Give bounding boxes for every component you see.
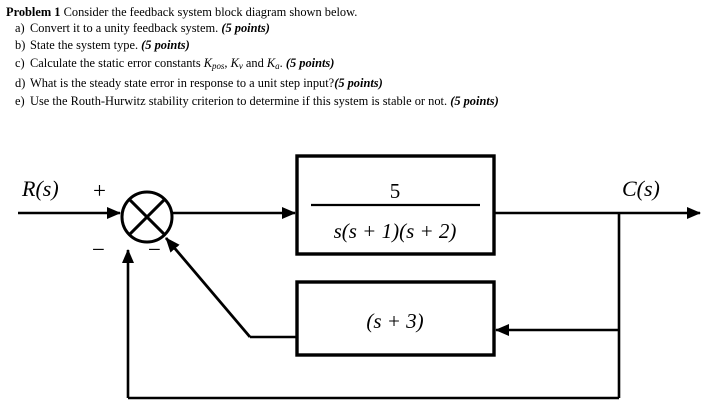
problem-part-c: c) Calculate the static error constants K… — [0, 55, 717, 75]
summing-minus-sign-outer: − — [92, 237, 105, 262]
feedback-block-expression: (s + 3) — [366, 309, 423, 333]
symbol-ka: Ka — [266, 55, 280, 71]
forward-block-denominator: s(s + 1)(s + 2) — [334, 219, 457, 243]
symbol-kpos: Kpos — [203, 55, 225, 71]
part-c-sep-2: and — [242, 55, 267, 70]
part-c-sep-1: , — [224, 55, 231, 70]
part-a-text: Convert it to a unity feedback system. — [30, 21, 219, 35]
input-label: R(s) — [21, 176, 59, 201]
forward-block-numerator: 5 — [390, 179, 401, 203]
problem-part-a: a) Convert it to a unity feedback system.… — [0, 20, 717, 37]
part-b-marker: b) — [15, 38, 26, 53]
part-c-points: (5 points) — [285, 55, 335, 70]
problem-statement-block: Problem 1 Consider the feedback system b… — [0, 0, 717, 110]
problem-parts-list: a) Convert it to a unity feedback system.… — [0, 20, 717, 110]
part-b-text: State the system type. — [30, 38, 139, 53]
summing-plus-sign: + — [93, 178, 106, 203]
summing-minus-sign-inner: − — [148, 237, 161, 262]
problem-number: Problem 1 — [6, 5, 61, 19]
symbol-kv: Kv — [230, 55, 243, 71]
problem-intro-text: Consider the feedback system block diagr… — [63, 5, 358, 19]
part-d-marker: d) — [15, 76, 26, 91]
output-label: C(s) — [622, 176, 660, 201]
feedback-path-block — [295, 280, 496, 357]
part-c-marker: c) — [15, 55, 25, 70]
part-c-text: Calculate the static error constants — [30, 55, 204, 70]
part-b-points: (5 points) — [141, 38, 190, 53]
part-e-points: (5 points) — [450, 93, 499, 108]
inner-feedback-diagonal-wire — [164, 237, 252, 338]
problem-heading: Problem 1 Consider the feedback system b… — [0, 4, 717, 20]
summing-junction-cross-2 — [128, 198, 166, 236]
forward-path-block — [295, 154, 496, 256]
part-c-sep-3: . — [279, 55, 286, 70]
problem-part-e: e) Use the Routh-Hurwitz stability criter… — [0, 93, 717, 110]
part-a-points: (5 points) — [221, 21, 270, 35]
part-e-text: Use the Routh-Hurwitz stability criterio… — [30, 93, 448, 108]
problem-part-d: d) What is the steady state error in resp… — [0, 75, 717, 92]
problem-part-b: b) State the system type. (5 points) — [0, 37, 717, 54]
part-a-marker: a) — [15, 21, 25, 35]
part-d-text: What is the steady state error in respon… — [30, 76, 335, 91]
summing-junction — [120, 190, 174, 244]
part-e-marker: e) — [15, 93, 25, 108]
part-d-points: (5 points) — [334, 76, 383, 91]
